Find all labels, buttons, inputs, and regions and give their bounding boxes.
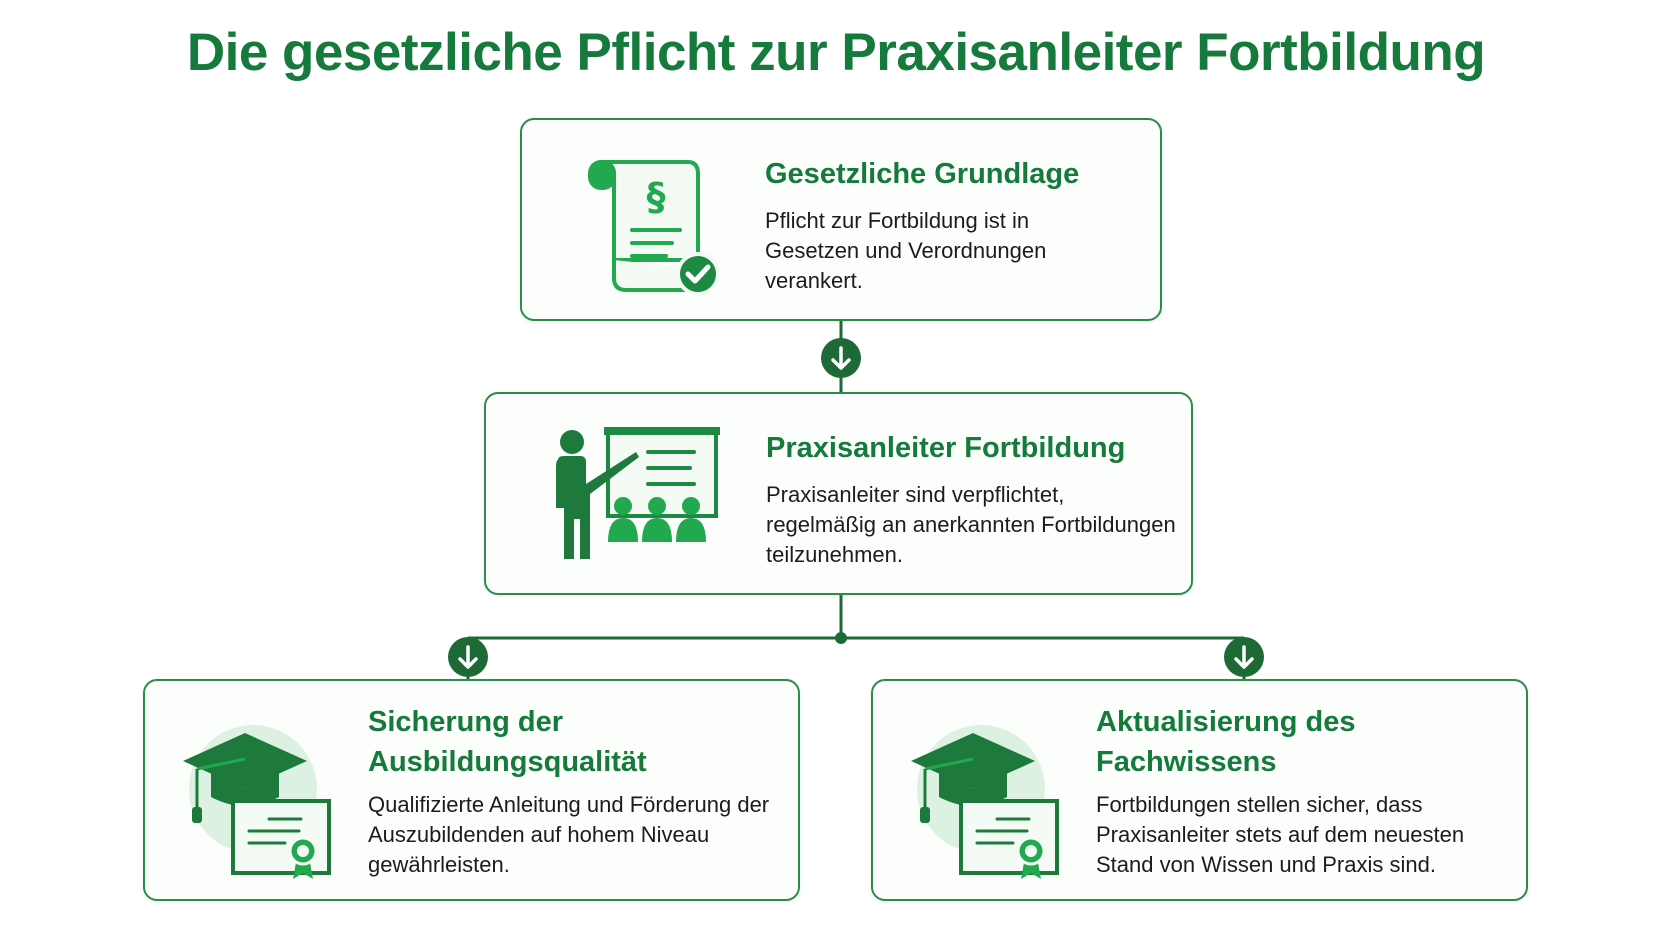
legal-document-check-icon: § [588,160,720,296]
card-description: Praxisanleiter sind verpflichtet, regelm… [766,482,1176,567]
graduation-cap-certificate-icon [183,725,331,879]
card-heading: Sicherung der Ausbildungsqualität [368,706,647,778]
card-praxisanleiter-fortbildung: Praxisanleiter Fortbildung Praxisanleite… [484,392,1193,595]
card-fachwissen: Aktualisierung des Fachwissens Fortbildu… [871,679,1528,901]
card-heading: Praxisanleiter Fortbildung [766,432,1126,464]
arrow-down-icon [1224,637,1264,677]
arrow-down-icon [821,338,861,378]
arrow-down-icon [448,637,488,677]
teacher-presentation-icon [556,427,720,559]
graduation-cap-certificate-icon [911,725,1059,879]
card-description: Pflicht zur Fortbildung ist in Gesetzen … [765,208,1047,293]
svg-text:§: § [647,175,666,219]
card-heading: Gesetzliche Grundlage [765,158,1080,190]
page-title: Die gesetzliche Pflicht zur Praxisanleit… [186,23,1486,82]
junction-dot [835,632,847,644]
card-legal-basis: § Gesetzliche Grundlage Pflicht zur Fort… [520,118,1162,321]
card-ausbildungsqualitaet: Sicherung der Ausbildungsqualität Qualif… [143,679,800,901]
card-heading: Aktualisierung des Fachwissens [1096,706,1356,778]
card-description: Qualifizierte Anleitung und Förderung de… [368,792,770,877]
card-description: Fortbildungen stellen sicher, dass Praxi… [1096,792,1465,877]
